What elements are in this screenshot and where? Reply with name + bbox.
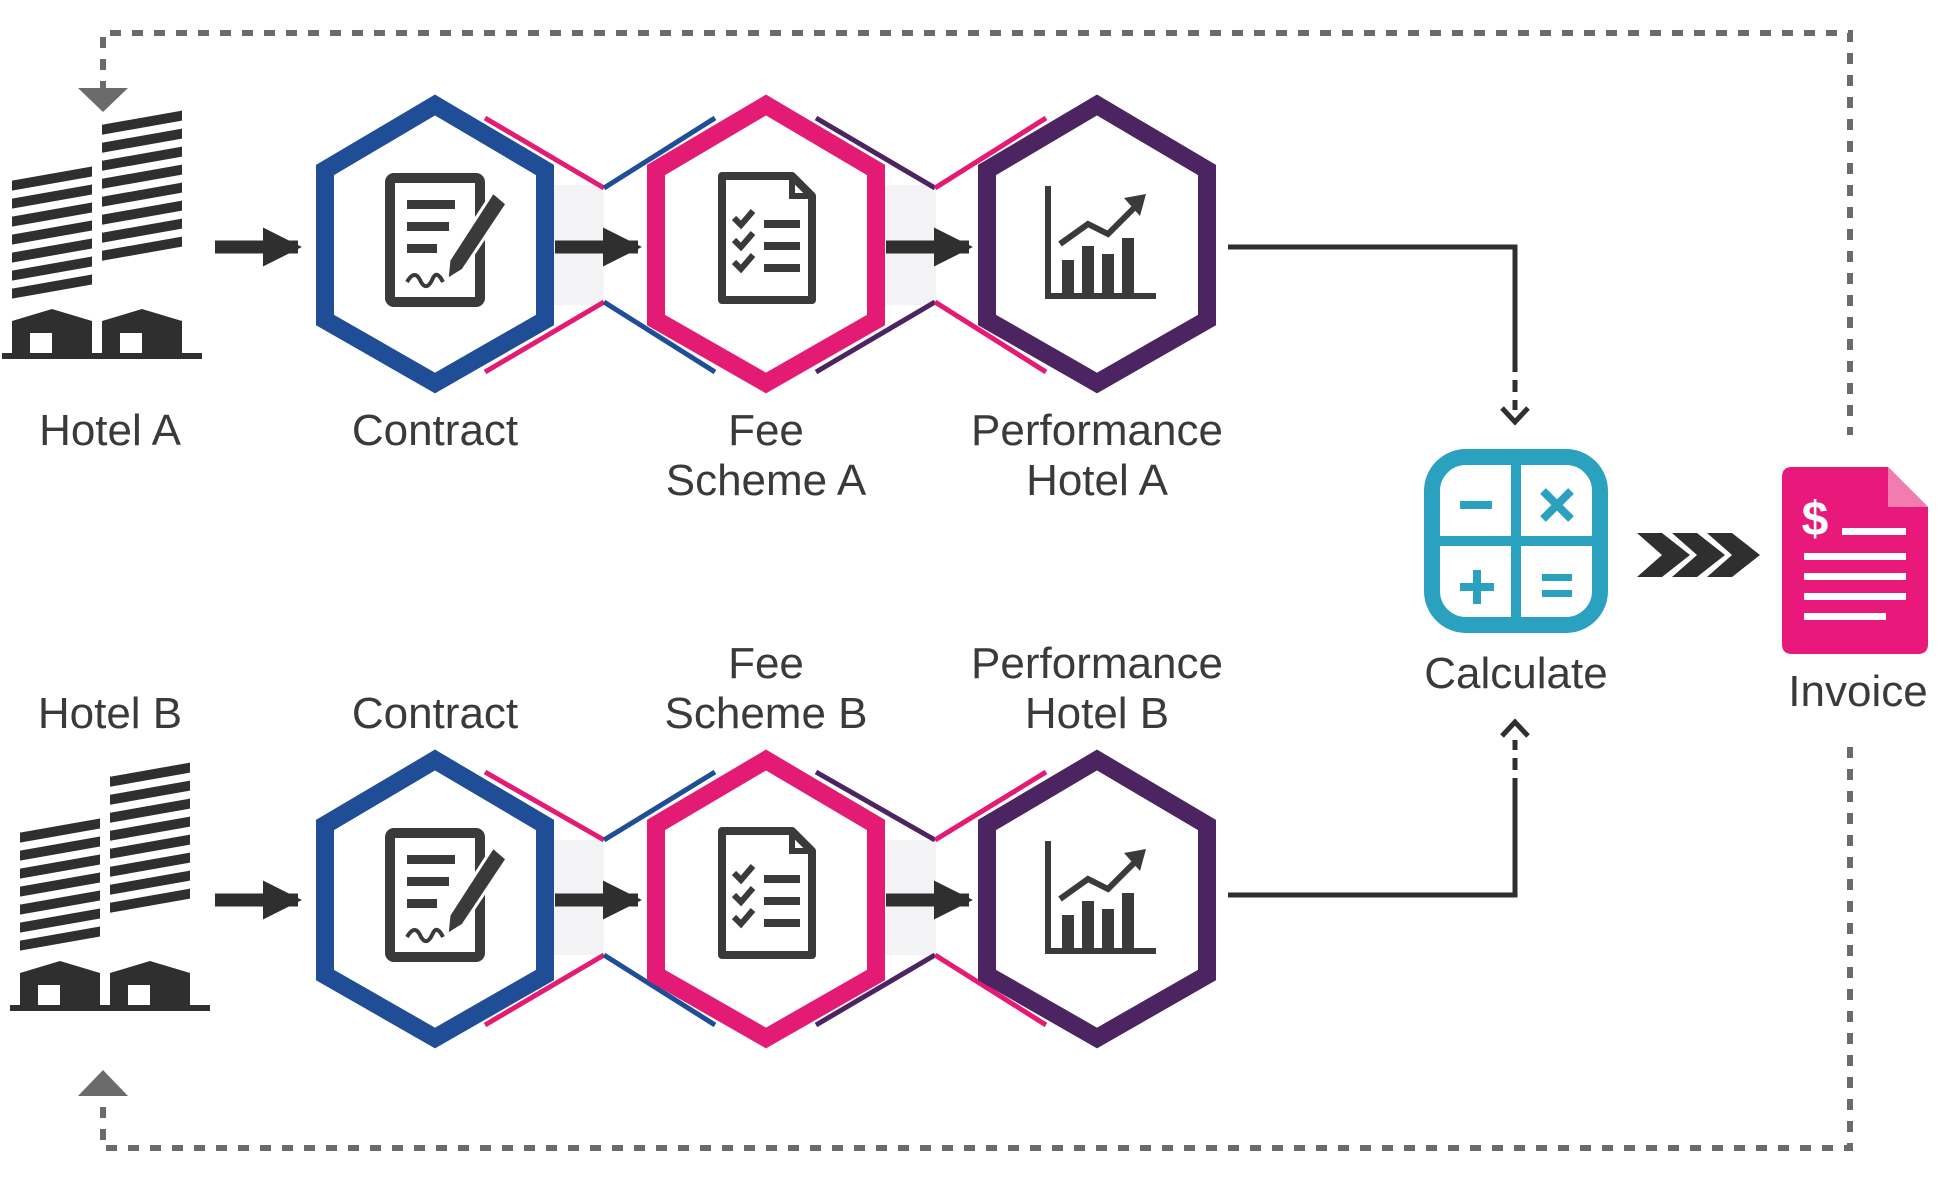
invoice-dollar-icon: $ [1782, 467, 1928, 654]
fee-label-line1: Fee [728, 639, 804, 688]
invoice-node: $ Invoice [1782, 467, 1928, 716]
hotel-label: Hotel B [38, 689, 182, 738]
fee-scheme-node [647, 94, 885, 394]
row-hotel-b: Hotel B Contract Fee Scheme B Performanc… [10, 639, 1223, 1049]
fee-label-line2: Scheme B [665, 689, 868, 738]
row-hotel-a: Hotel A Contract Fee Scheme A [2, 94, 1223, 505]
performance-label-line1: Performance [971, 639, 1223, 688]
hotel-buildings-icon [2, 110, 202, 360]
connector-row-a [1228, 244, 1518, 360]
contract-node [316, 94, 554, 394]
contract-label: Contract [352, 406, 518, 455]
arrow-down-icon [1500, 406, 1530, 426]
performance-label-line1: Performance [971, 406, 1223, 455]
connector-row-b [1228, 790, 1518, 898]
dashed-loop-bottom [100, 745, 1853, 1151]
fee-label-line1: Fee [728, 406, 804, 455]
performance-label-line2: Hotel A [1026, 456, 1169, 505]
invoice-label: Invoice [1788, 667, 1927, 716]
dashed-loop-top [100, 30, 1853, 435]
fee-scheme-node [647, 749, 885, 1049]
hotel-label: Hotel A [39, 406, 182, 455]
hotel-buildings-icon [10, 762, 210, 1011]
contract-node [316, 749, 554, 1049]
svg-text:$: $ [1802, 493, 1829, 546]
performance-label-line2: Hotel B [1025, 689, 1169, 738]
arrow-up-icon [1500, 718, 1530, 738]
calculate-node: Calculate [1424, 449, 1608, 698]
arrow-up-icon [78, 1070, 128, 1096]
performance-node [978, 749, 1216, 1049]
calculator-icon [1424, 449, 1608, 633]
calculate-label: Calculate [1424, 649, 1607, 698]
fee-label-line2: Scheme A [666, 456, 867, 505]
contract-label: Contract [352, 689, 518, 738]
arrow-down-icon [78, 88, 128, 112]
chevron-right-triple-icon [1637, 533, 1760, 577]
connector-ribbons [483, 115, 1048, 375]
performance-node [978, 94, 1216, 394]
